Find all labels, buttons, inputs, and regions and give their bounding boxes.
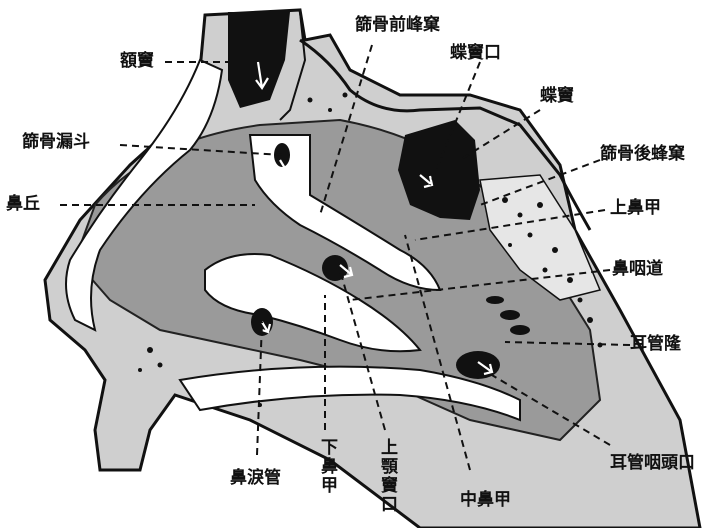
label-anterior-ethmoid-cells: 篩骨前峰窠 <box>355 17 440 34</box>
label-nasolacrimal-duct: 鼻淚管 <box>230 470 281 487</box>
sphenoid-sinus <box>398 120 480 220</box>
label-sphenoid-sinus: 蝶竇 <box>540 88 574 105</box>
torus-mark-2 <box>510 325 530 335</box>
label-frontal-sinus: 額竇 <box>120 53 154 70</box>
torus-mark-3 <box>486 296 504 304</box>
label-inferior-turbinate: 下鼻甲 <box>318 438 335 495</box>
label-maxillary-ostium: 上顎竇口 <box>378 438 395 514</box>
label-nasopharyngeal-passage: 鼻咽道 <box>612 261 663 278</box>
label-sphenoid-ostium: 蝶竇口 <box>450 45 501 62</box>
label-torus-tubarius: 耳管隆 <box>630 336 681 353</box>
label-superior-turbinate: 上鼻甲 <box>610 200 661 217</box>
torus-mark-1 <box>500 310 520 320</box>
label-ethmoid-infundibulum: 篩骨漏斗 <box>22 134 90 151</box>
label-posterior-ethmoid-cells: 篩骨後蜂窠 <box>600 146 685 163</box>
label-tubal-pharyngeal-orifice: 耳管咽頭口 <box>610 455 695 472</box>
label-agger-nasi: 鼻丘 <box>6 196 40 213</box>
label-middle-turbinate: 中鼻甲 <box>460 492 511 509</box>
